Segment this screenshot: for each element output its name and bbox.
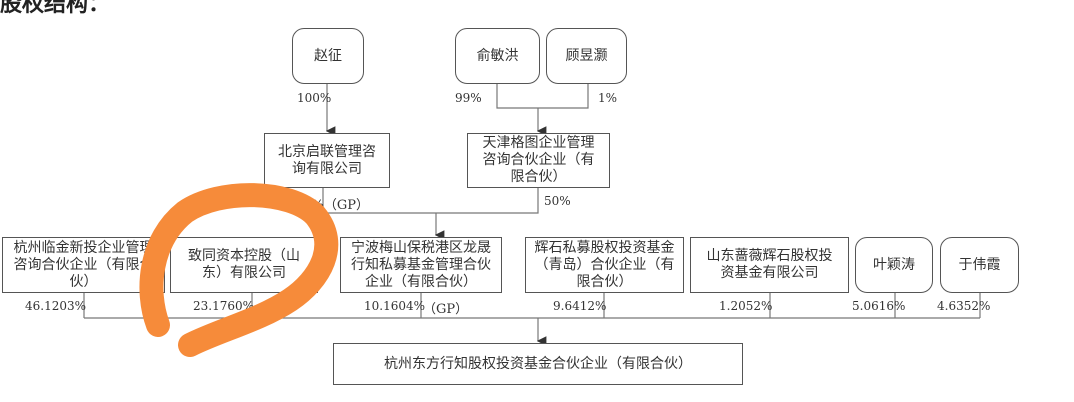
node-shareholder-5: 山东蔷薇辉石股权投资基金有限公司 [690,237,849,293]
pct-zhao: 100% [297,91,332,105]
node-shareholder-4: 辉石私募股权投资基金（青岛）合伙企业（有限合伙） [525,237,684,293]
pct-tianjin: 50% [544,194,571,208]
pct-shareholder-3: 10.1604% [364,299,426,313]
node-zhao-zheng: 赵征 [292,28,364,84]
gp-note-shareholder-3: （GP） [423,302,469,317]
pct-shareholder-7: 4.6352% [937,299,991,313]
node-gu-yuhao: 顾昱灏 [546,28,627,84]
node-shareholder-6: 叶颖涛 [855,237,933,293]
node-target-fund: 杭州东方行知股权投资基金合伙企业（有限合伙） [333,343,743,385]
node-shareholder-3: 宁波梅山保税港区龙晟行知私募基金管理合伙企业（有限合伙） [340,237,502,293]
node-yu-minhong: 俞敏洪 [455,28,540,84]
pct-gu: 1% [598,91,618,105]
pct-shareholder-6: 5.0616% [852,299,906,313]
pct-yu: 99% [455,91,482,105]
node-shareholder-1: 杭州临金新投企业管理咨询合伙企业（有限合伙） [2,237,165,293]
line-middle [322,188,539,214]
pct-shareholder-2: 23.1760% [193,299,255,313]
line-yu-gu [496,84,589,109]
section-heading: 股权结构： [0,0,111,17]
node-tianjin-getu: 天津格图企业管理咨询合伙企业（有限合伙） [467,133,610,188]
node-shareholder-7: 于伟霞 [940,237,1019,293]
pct-shareholder-1: 46.1203% [25,299,87,313]
pct-shareholder-5: 1.2052% [719,299,773,313]
pct-shareholder-4: 9.6412% [553,299,607,313]
node-beijing-qilian: 北京启联管理咨询有限公司 [264,133,390,188]
